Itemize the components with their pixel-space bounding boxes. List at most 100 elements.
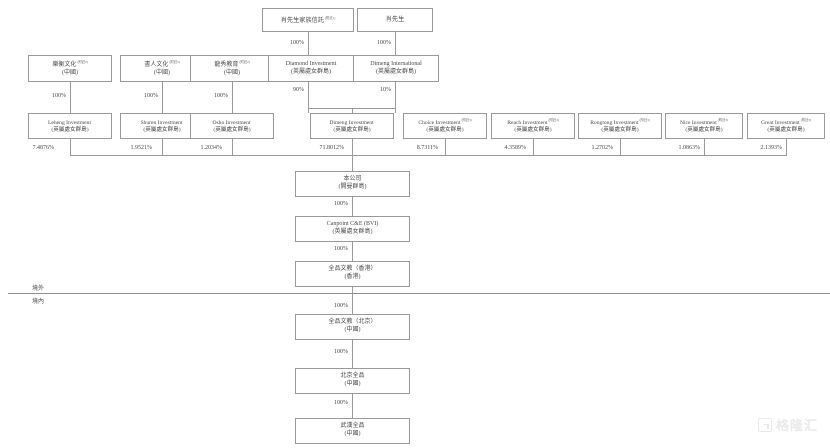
node-label: Dimeng Investment [329,119,374,126]
connector [533,139,534,156]
watermark-logo-icon [757,417,772,432]
pct-label: 100% [334,303,348,309]
node-label: 樂衡文化(附註2) [52,59,88,68]
node-label: Leheng Investment [47,119,92,126]
node-company[interactable]: 本公司 (開曼群島) [295,171,410,197]
pct-label: 100% [334,246,348,252]
node-family-trust[interactable]: 肖先生家族信託(附註1) [262,8,354,32]
connector [352,139,353,156]
node-nice-investment[interactable]: Nice Investment(附註3) (英屬處女群島) [665,113,743,139]
node-diamond-investment[interactable]: Diamond Investment (英屬處女群島) [268,55,354,82]
node-jurisdiction: (英屬處女群島) [376,68,416,75]
node-label: 本公司 [343,176,362,183]
watermark: 格隆汇 [757,415,818,434]
node-jurisdiction: (英屬處女群島) [514,126,552,133]
node-label: 全品文教（北京） [328,319,377,326]
node-jurisdiction: (中國) [62,69,78,76]
pct-label: 2.1393% [760,145,783,151]
node-quanpin-hongkong[interactable]: 全品文教（香港） (香港) [295,261,410,287]
node-canpoint-bvi[interactable]: Canpoint C&E (BVI) (英屬處女群島) [295,216,410,242]
connector [352,340,353,368]
connector [352,108,353,113]
connector [232,139,233,156]
onshore-label: 境內 [32,299,45,305]
connector [352,287,353,314]
node-jurisdiction: (開曼群島) [338,184,367,190]
connector [352,394,353,418]
node-wuhan-quanpin[interactable]: 武漢全品 (中國) [295,418,410,444]
node-leheng-investment[interactable]: Leheng Investment (英屬處女群島) [28,113,112,139]
node-great-investment[interactable]: Great Investment(附註3) (英屬處女群島) [747,113,825,139]
footnote-marker: (附註1) [325,15,336,20]
connector [70,139,71,156]
node-beijing-quanpin[interactable]: 北京全品 (中國) [295,368,410,394]
footnote-marker: (附註2) [169,59,180,64]
connector [786,139,787,156]
node-longxiu-education[interactable]: 龍秀教育(附註2) (中國) [190,55,274,82]
node-dimeng-international[interactable]: Dimeng International (英屬處女群島) [353,55,439,82]
node-label: Canpoint C&E (BVI) [326,221,379,228]
connector [704,139,705,156]
footnote-marker: (附註3) [548,117,559,122]
node-jurisdiction: (英屬處女群島) [213,126,251,133]
watermark-text: 格隆汇 [775,419,818,434]
node-quanpin-beijing[interactable]: 全品文教（北京） (中國) [295,314,410,340]
connector [70,82,71,113]
node-jurisdiction: (中國) [344,431,361,437]
pct-label: 100% [290,40,304,46]
node-reach-investment[interactable]: Reach Investment(附註3) (英屬處女群島) [491,113,575,139]
footnote-marker: (附註3) [717,117,729,122]
node-label: Reach Investment(附註3) [507,117,559,126]
pct-label: 1.0863% [678,145,701,151]
node-label: 肖先生家族信託(附註1) [280,15,336,24]
node-jurisdiction: (英屬處女群島) [291,68,331,75]
pct-label: 71.8012% [319,145,345,151]
node-osho-investment[interactable]: Osho Investment (英屬處女群島) [190,113,274,139]
pct-label: 4.3589% [504,145,527,151]
node-label: Shuren Investment [140,119,183,126]
node-jurisdiction: (英屬處女群島) [51,126,89,133]
node-dimeng-investment[interactable]: Dimeng Investment (英屬處女群島) [310,113,394,139]
node-rongtong-investment[interactable]: Rongtong Investment(附註3) (英屬處女群島) [578,113,662,139]
node-label: Choice Investment(附註3) [418,117,472,126]
pct-label: 7.4876% [32,145,55,151]
node-mr-xiao[interactable]: 肖先生 [357,8,433,32]
node-choice-investment[interactable]: Choice Investment(附註3) (英屬處女群島) [403,113,487,139]
pct-label: 1.2034% [200,145,223,151]
connector [352,197,353,216]
footnote-marker: (附註2) [77,59,88,64]
ownership-bus [70,155,787,156]
node-label: 書人文化(附註2) [144,59,180,68]
footnote-marker: (附註2) [239,59,250,64]
node-label: 北京全品 [340,373,365,380]
node-label: Diamond Investment [285,60,337,67]
pct-label: 1.2702% [591,145,614,151]
connector [395,82,396,113]
connector [162,139,163,156]
pct-label: 100% [214,93,228,99]
offshore-label: 境外 [32,286,45,292]
pct-label: 100% [144,93,158,99]
pct-label: 100% [52,93,66,99]
connector [232,82,233,113]
node-label: 武漢全品 [340,423,365,430]
node-label: 全品文教（香港） [328,266,377,273]
node-jurisdiction: (英屬處女群島) [143,126,181,133]
connector [162,82,163,113]
node-jurisdiction: (中國) [344,327,361,333]
jurisdiction-divider [8,293,830,294]
connector [352,242,353,261]
connector [308,82,309,113]
node-jurisdiction: (中國) [224,69,240,76]
pct-label: 90% [293,87,304,93]
node-jurisdiction: (中國) [154,69,170,76]
node-label: 肖先生 [385,16,405,24]
node-leheng-culture[interactable]: 樂衡文化(附註2) (中國) [28,55,112,82]
node-label: Rongtong Investment(附註3) [590,117,650,126]
pct-label: 8.7311% [416,145,438,151]
node-jurisdiction: (英屬處女群島) [601,126,639,133]
pct-label: 100% [334,201,348,207]
node-jurisdiction: (英屬處女群島) [685,126,723,133]
pct-label: 100% [377,40,391,46]
